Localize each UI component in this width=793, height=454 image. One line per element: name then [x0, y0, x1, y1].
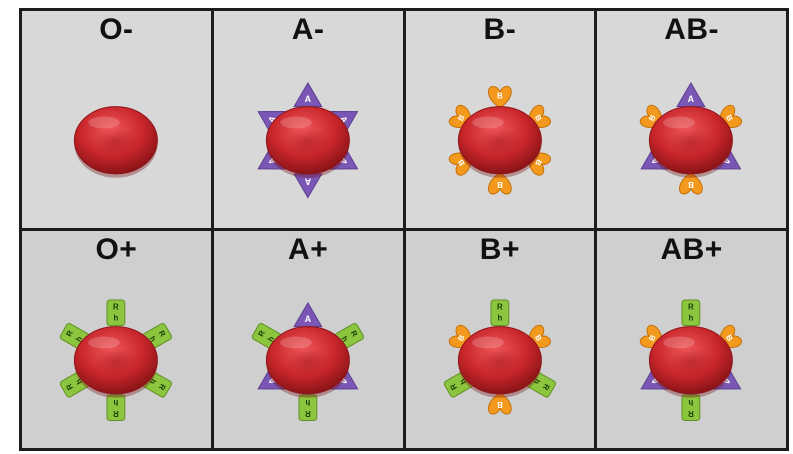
cell-highlight	[88, 337, 120, 349]
cell-highlight	[88, 117, 120, 129]
antigen-rh-marker: Rh	[107, 395, 125, 421]
marker-letter: B	[688, 180, 694, 189]
red-blood-cell	[74, 107, 157, 178]
marker-letter: h	[113, 313, 118, 322]
marker-letter: R	[688, 409, 694, 418]
marker-letter: R	[497, 302, 503, 311]
cell-center-dip	[669, 127, 712, 157]
marker-letter: A	[304, 314, 311, 324]
cell-center-dip	[94, 127, 137, 157]
marker-letter: A	[304, 177, 311, 187]
antigen-rh-marker: Rh	[490, 300, 508, 326]
marker-letter: B	[497, 91, 503, 100]
marker-letter: R	[113, 409, 119, 418]
marker-letter: R	[304, 409, 310, 418]
cell-o-positive: O+ RhRhRhRhRhRh	[22, 231, 211, 448]
red-blood-cell-illustration: RhRhRhBBB	[406, 231, 595, 448]
red-blood-cell	[650, 107, 733, 178]
cell-o-negative: O-	[22, 11, 211, 228]
cell-center-dip	[478, 127, 521, 157]
red-blood-cell-illustration: RhRhRhRhRhRh	[22, 231, 211, 448]
marker-letter: h	[305, 398, 310, 407]
cell-center-dip	[478, 347, 521, 377]
antigen-a-marker: A	[677, 83, 705, 107]
cell-highlight	[472, 337, 504, 349]
red-blood-cell	[266, 107, 349, 178]
marker-letter: h	[689, 313, 694, 322]
marker-letter: h	[497, 313, 502, 322]
red-blood-cell	[458, 327, 541, 398]
antigen-a-marker: A	[294, 303, 322, 327]
cell-center-dip	[669, 347, 712, 377]
marker-letter: h	[689, 398, 694, 407]
marker-letter: A	[304, 94, 311, 104]
cell-highlight	[663, 337, 695, 349]
red-blood-cell	[458, 107, 541, 178]
antigen-rh-marker: Rh	[299, 395, 317, 421]
antigen-rh-marker: Rh	[682, 300, 700, 326]
cell-center-dip	[94, 347, 137, 377]
marker-letter: B	[496, 400, 502, 409]
cell-highlight	[280, 117, 312, 129]
antigen-b-marker: B	[488, 86, 511, 107]
marker-letter: R	[113, 302, 119, 311]
red-blood-cell	[650, 327, 733, 398]
marker-letter: R	[688, 302, 694, 311]
marker-letter: B	[496, 180, 502, 189]
cell-center-dip	[286, 127, 329, 157]
antigen-rh-marker: Rh	[107, 300, 125, 326]
red-blood-cell	[74, 327, 157, 398]
antigen-rh-marker: Rh	[682, 395, 700, 421]
marker-letter: A	[688, 94, 695, 104]
cell-highlight	[280, 337, 312, 349]
cell-center-dip	[286, 347, 329, 377]
cell-highlight	[472, 117, 504, 129]
red-blood-cell	[266, 327, 349, 398]
cell-highlight	[663, 117, 695, 129]
red-blood-cell-illustration	[22, 11, 211, 228]
marker-letter: h	[113, 398, 118, 407]
antigen-a-marker: A	[294, 83, 322, 107]
